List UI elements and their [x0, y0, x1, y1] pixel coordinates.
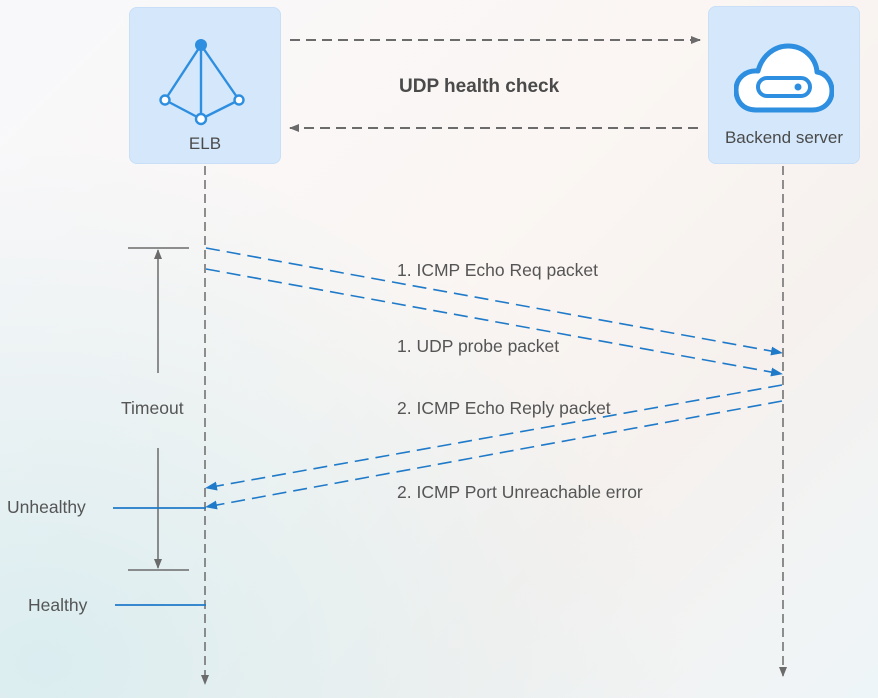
load-balancer-icon — [159, 39, 245, 126]
backend-server-node: Backend server — [708, 6, 860, 164]
icmp-echo-reply-label: 2. ICMP Echo Reply packet — [397, 398, 611, 418]
icmp-port-unreachable-label: 2. ICMP Port Unreachable error — [397, 482, 643, 502]
elb-label: ELB — [188, 134, 222, 153]
healthy-label: Healthy — [28, 595, 88, 615]
diagram-title: UDP health check — [399, 76, 560, 97]
icmp-port-unreachable-arrow — [205, 400, 783, 510]
timeout-label: Timeout — [121, 398, 184, 418]
backend-server-label: Backend server — [724, 128, 844, 147]
unhealthy-label: Unhealthy — [7, 497, 86, 517]
udp-probe-label: 1. UDP probe packet — [397, 336, 560, 356]
icmp-echo-req-label: 1. ICMP Echo Req packet — [397, 260, 599, 280]
icmp-echo-reply-arrow — [205, 384, 783, 491]
elb-node: ELB — [129, 7, 281, 164]
icmp-echo-req-arrow — [205, 247, 783, 356]
cloud-server-icon — [734, 43, 834, 113]
udp-probe-arrow — [205, 268, 783, 377]
